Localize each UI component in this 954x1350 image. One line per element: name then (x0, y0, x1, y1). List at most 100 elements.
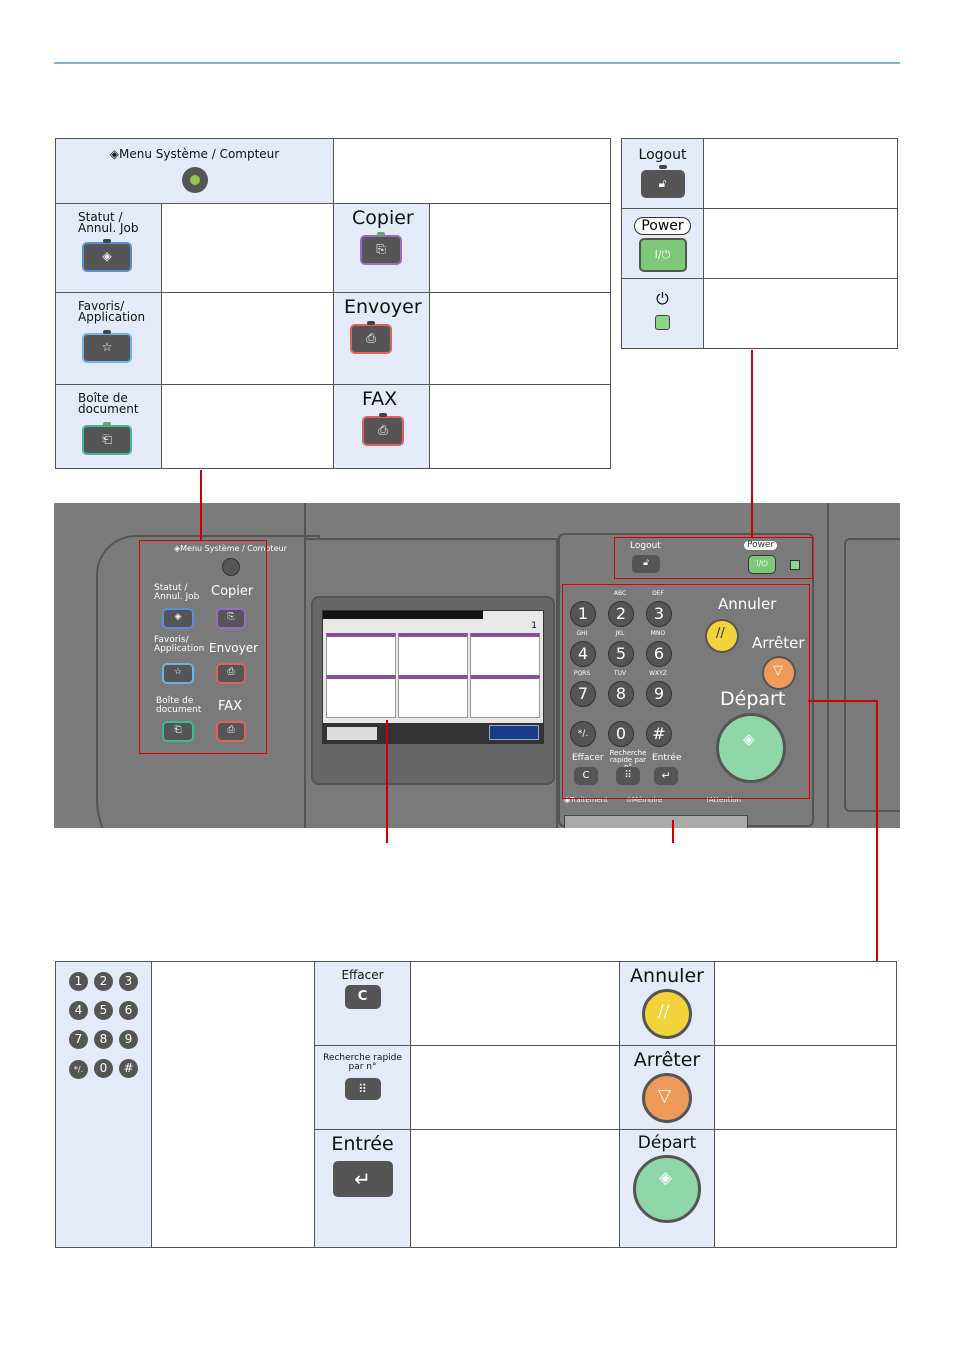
digit-key-5[interactable]: 5 (94, 1001, 113, 1020)
keypad-key-star[interactable]: */. (570, 721, 596, 747)
operation-panel: ◈Menu Système / Compteur Statut / Annul.… (54, 503, 900, 828)
panel-menu-key[interactable] (222, 558, 240, 576)
energy-desc (703, 278, 898, 349)
screen-favorites-button[interactable] (489, 725, 539, 740)
effacer-key[interactable]: C (344, 985, 381, 1009)
statut-label: Statut / Annul. Job (78, 210, 139, 235)
fax-key[interactable]: ⎙ (362, 413, 404, 446)
panel-favoris-label: Favoris/ Application (154, 635, 205, 654)
digit-key-8[interactable]: 8 (94, 1030, 113, 1049)
keypad-key-6[interactable]: 6 (646, 641, 672, 667)
screen-tile[interactable] (398, 633, 468, 676)
panel-memoire-label: ⊙Mémoire (626, 796, 663, 804)
panel-copier-key[interactable]: ⎘ (216, 608, 246, 629)
keypad-key-3[interactable]: 3 (646, 601, 672, 627)
panel-arreter-key[interactable]: ▽ (762, 656, 796, 690)
digit-key-2[interactable]: 2 (94, 972, 113, 991)
keypad-key-1[interactable]: 1 (570, 601, 596, 627)
panel-envoyer-key[interactable]: ⎙ (216, 663, 246, 684)
recherche-key[interactable]: ⠿ (344, 1078, 381, 1100)
menu-label: ◈Menu Système / Compteur (109, 147, 280, 161)
screen-tile[interactable] (470, 675, 540, 718)
annuler-desc (714, 961, 897, 1046)
keypad-key-8[interactable]: 8 (608, 681, 634, 707)
entree-key[interactable]: ↵ (332, 1161, 393, 1197)
panel-effacer-key[interactable]: C (574, 767, 598, 785)
digit-key-7[interactable]: 7 (69, 1030, 88, 1049)
keypad-letters: WXYZ (649, 670, 667, 677)
callout-power-keys (614, 537, 813, 579)
depart-desc (714, 1129, 897, 1248)
panel-logout-label: Logout (630, 541, 661, 551)
keypad-key-hash[interactable]: # (646, 721, 672, 747)
panel-entree-label: Entrée (652, 753, 682, 763)
copier-cell: Copier ⎘ (333, 203, 430, 293)
copier-key[interactable]: ⎘ (360, 232, 402, 265)
screen-tile[interactable] (470, 633, 540, 676)
digit-key-9[interactable]: 9 (119, 1030, 138, 1049)
effacer-desc (410, 961, 620, 1046)
power-key[interactable]: I/⏻ (638, 238, 687, 272)
favoris-cell: Favoris/ Application ☆ (55, 292, 162, 385)
panel-energy-led (790, 560, 800, 570)
panel-favoris-key[interactable]: ☆ (162, 663, 194, 684)
digit-key-1[interactable]: 1 (69, 972, 88, 991)
digit-key-3[interactable]: 3 (119, 972, 138, 991)
fax-desc (429, 384, 611, 469)
screen-number: 1 (531, 621, 537, 631)
keypad-key-0[interactable]: 0 (608, 721, 634, 747)
effacer-cell: Effacer C (314, 961, 411, 1046)
screen-tile[interactable] (398, 675, 468, 718)
keypad-key-2[interactable]: 2 (608, 601, 634, 627)
statut-key[interactable]: ◈ (82, 239, 132, 272)
header-rule (54, 62, 900, 64)
power-key-table: Logout 🔓︎ Power I/⏻ ⏻ (621, 138, 898, 349)
screen-menu-button[interactable] (327, 727, 377, 740)
callout-screen-line (386, 720, 388, 843)
panel-divider-1 (304, 503, 306, 828)
annuler-cell: Annuler // (619, 961, 715, 1046)
panel-envoyer-label: Envoyer (209, 641, 259, 655)
document-slot (564, 815, 748, 828)
digit-key-hash[interactable]: # (119, 1059, 138, 1078)
keypad-key-9[interactable]: 9 (646, 681, 672, 707)
envoyer-key[interactable]: ⎙ (350, 321, 392, 354)
panel-logout-key[interactable]: 🔓︎ (632, 555, 660, 573)
keypad-key-5[interactable]: 5 (608, 641, 634, 667)
callout-keypad-line-v (876, 700, 878, 962)
panel-annuler-key[interactable]: // (705, 619, 739, 653)
panel-recherche-key[interactable]: ⠿ (616, 767, 640, 785)
digit-key-6[interactable]: 6 (119, 1001, 138, 1020)
keypad-letters: MNO (650, 630, 666, 637)
depart-key[interactable]: ◈ (633, 1155, 701, 1223)
panel-boite-label: Boîte de document (156, 696, 202, 715)
screen-tile[interactable] (326, 675, 396, 718)
panel-statut-key[interactable]: ◈ (162, 608, 194, 629)
keypad-key-7[interactable]: 7 (570, 681, 596, 707)
annuler-key[interactable]: // (642, 989, 692, 1039)
arreter-key[interactable]: ▽ (642, 1073, 692, 1123)
digit-key-0[interactable]: 0 (94, 1059, 113, 1078)
panel-right-edge (827, 503, 829, 828)
favoris-key[interactable]: ☆ (82, 330, 132, 363)
favoris-desc (161, 292, 334, 385)
digit-key-4[interactable]: 4 (69, 1001, 88, 1020)
boite-key[interactable]: ⎗ (82, 422, 132, 455)
panel-power-key[interactable]: I/⏻ (748, 555, 776, 574)
keypad-key-4[interactable]: 4 (570, 641, 596, 667)
copier-label: Copier (352, 207, 414, 229)
touch-screen[interactable]: 1 (322, 610, 544, 744)
logout-key[interactable]: 🔓︎ (640, 165, 685, 198)
panel-depart-key[interactable]: ◈ (716, 713, 786, 783)
panel-entree-key[interactable]: ↵ (654, 767, 678, 785)
screen-tile[interactable] (326, 633, 396, 676)
digit-key-star[interactable]: */. (69, 1060, 88, 1079)
energy-saver-icon: ⏻ (656, 289, 669, 308)
copier-desc (429, 203, 611, 293)
power-cell: Power I/⏻ (621, 208, 704, 279)
panel-boite-key[interactable]: ⎗ (162, 721, 194, 742)
panel-fax-key[interactable]: ⎙ (216, 721, 246, 742)
menu-key[interactable] (181, 167, 208, 193)
